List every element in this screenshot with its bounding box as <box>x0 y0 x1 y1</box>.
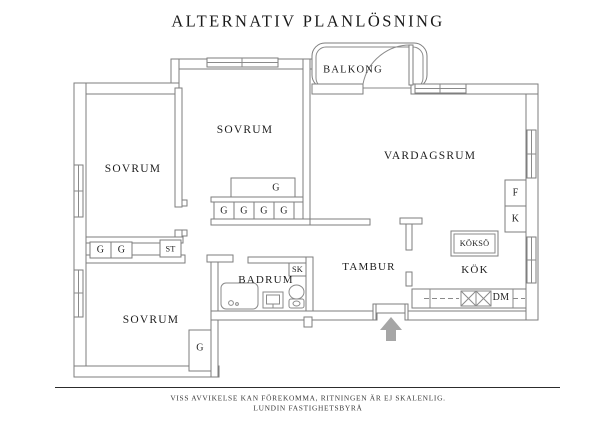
page-title: ALTERNATIV PLANLÖSNING <box>171 12 444 31</box>
bathtub-icon <box>220 282 259 310</box>
wall-segment-entry-recess <box>374 303 409 314</box>
balcony-railing-inner <box>315 46 424 89</box>
cleaning-closet-label: ST <box>165 245 175 254</box>
kitchen-island-inner <box>453 233 496 254</box>
wall-segment <box>311 83 364 95</box>
wardrobe-label: G <box>220 206 228 217</box>
linen-closet-box <box>288 262 307 277</box>
wall-segment <box>405 271 413 287</box>
wall-segment <box>247 256 314 264</box>
footer-brand: LUNDIN FASTIGHETSBYRÅ <box>253 404 362 413</box>
room-label-kitchen: KÖK <box>461 264 488 276</box>
wardrobe-box <box>188 329 212 372</box>
freezer-label: K <box>512 214 520 225</box>
window <box>526 236 537 284</box>
room-label-bedroom-left: SOVRUM <box>105 163 161 175</box>
toilet-icon <box>288 284 305 309</box>
windows <box>73 57 537 318</box>
wall-segment <box>73 82 87 378</box>
footer-divider <box>55 387 560 388</box>
sink-icon <box>262 291 284 309</box>
double-sink-icon <box>460 290 492 307</box>
footer-disclaimer: VISS AVVIKELSE KAN FÖREKOMMA, RITNINGEN … <box>170 394 445 403</box>
wall-segment <box>206 254 234 263</box>
wall-segment <box>525 87 539 321</box>
window <box>526 129 537 179</box>
bathroom-fixtures <box>220 282 305 310</box>
room-labels: BALKONG SOVRUM SOVRUM VARDAGSRUM SOVRUM … <box>105 65 488 327</box>
room-label-bedroom-bottom: SOVRUM <box>123 314 179 326</box>
closets: G G G G G G G ST SK G <box>89 177 307 372</box>
wall-segment <box>210 310 378 321</box>
room-label-bedroom-top: SOVRUM <box>217 124 273 136</box>
wall-segment <box>372 303 377 321</box>
wardrobe-box <box>110 241 133 259</box>
wall-segment <box>407 310 539 321</box>
wall-segment <box>399 217 423 225</box>
wall-segment <box>210 218 314 226</box>
balcony <box>311 42 428 89</box>
wall-segment <box>305 256 314 312</box>
wardrobe-label: G <box>272 183 280 194</box>
window <box>73 164 84 218</box>
wardrobe-label: G <box>97 245 105 256</box>
wardrobe-label: G <box>118 245 126 256</box>
linen-closet-label: SK <box>292 265 303 274</box>
wardrobe-label: G <box>280 206 288 217</box>
cleaning-closet-box <box>159 239 182 258</box>
wall-segment <box>73 82 180 95</box>
wall-stub <box>303 316 313 328</box>
door-jamb <box>181 199 188 207</box>
kitchen-fittings: F K KÖKSÖ DM <box>411 179 527 309</box>
wall-segment <box>85 254 186 264</box>
freezer-box <box>504 205 527 233</box>
wall-segment <box>85 236 184 244</box>
kitchen-island-label: KÖKSÖ <box>460 239 490 248</box>
window <box>206 57 279 68</box>
kitchen-island-box <box>450 230 499 257</box>
wardrobe-label: G <box>260 206 268 217</box>
room-label-living-room: VARDAGSRUM <box>384 150 476 162</box>
wall-segment <box>302 58 311 223</box>
wall-segment <box>174 87 183 208</box>
door-jamb <box>181 229 188 237</box>
room-label-hall: TAMBUR <box>342 261 395 273</box>
dishwasher-label: DM <box>493 292 510 303</box>
wardrobe-box <box>273 201 295 220</box>
wall-segment <box>309 218 371 226</box>
wall-segment <box>405 223 413 251</box>
room-label-bathroom: BADRUM <box>238 274 294 286</box>
wall-segment <box>210 196 311 203</box>
entrance-arrow-icon <box>380 317 402 341</box>
room-label-balcony: BALKONG <box>323 65 383 76</box>
balcony-door-arc <box>362 44 412 85</box>
window <box>414 83 467 94</box>
wall-segment <box>73 365 220 378</box>
wardrobe-label: G <box>196 343 204 354</box>
fridge-label: F <box>513 188 519 199</box>
window <box>73 269 84 318</box>
interior-walls <box>85 58 423 312</box>
wardrobe-box <box>230 177 296 198</box>
wall-segment <box>410 83 539 95</box>
balcony-door-leaf <box>408 44 414 86</box>
wardrobe-label: G <box>240 206 248 217</box>
